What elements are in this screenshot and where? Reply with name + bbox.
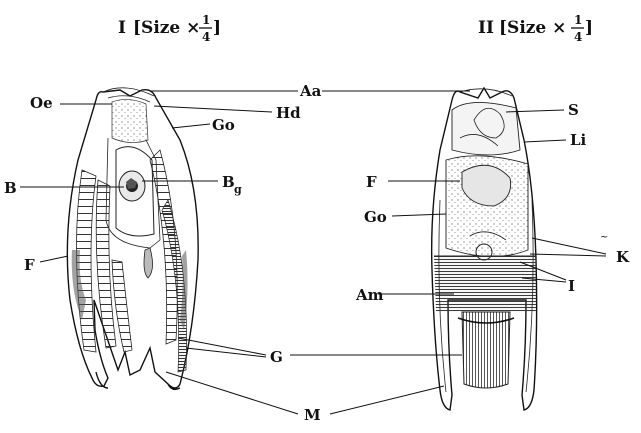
left-organism-drawing (67, 88, 198, 390)
label-m: M (304, 406, 321, 424)
right-title-fraction-den: 4 (574, 30, 582, 44)
left-title-numeral: I (118, 18, 126, 38)
right-organism-drawing (432, 88, 537, 410)
k-mark: ~ (600, 232, 608, 243)
leader-go-right (392, 214, 446, 216)
label-g: G (270, 348, 283, 366)
right-figure-title: II [Size × 1 4 ] (478, 13, 593, 44)
left-title-text: [Size × (133, 18, 200, 38)
right-title-close: ] (585, 18, 593, 38)
left-title-fraction-den: 4 (202, 30, 210, 44)
leader-k-b (530, 254, 606, 256)
right-title-text: [Size × (499, 18, 566, 38)
label-go-left: Go (212, 116, 235, 134)
label-f-left: F (24, 256, 35, 274)
label-bg: B (222, 173, 235, 191)
label-s: S (568, 101, 579, 119)
leader-hd (154, 106, 272, 112)
label-li: Li (570, 131, 587, 149)
label-k: K (616, 248, 630, 266)
leader-m-left (166, 372, 298, 414)
label-hd: Hd (276, 104, 301, 122)
left-figure-title: I [Size × 1 4 ] (118, 13, 221, 44)
label-aa: Aa (299, 82, 322, 100)
label-b: B (4, 179, 17, 197)
label-am: Am (355, 286, 384, 304)
right-title-numeral: II (478, 18, 494, 38)
left-title-fraction-num: 1 (202, 13, 210, 27)
leader-li (524, 140, 566, 142)
right-title-fraction-num: 1 (574, 13, 582, 27)
leader-k-a (532, 238, 606, 254)
leader-go-left (172, 124, 210, 128)
label-oe: Oe (30, 94, 53, 112)
leader-f-left (40, 256, 68, 262)
label-i: I (568, 277, 575, 295)
label-f-right: F (366, 173, 377, 191)
label-go-right: Go (364, 208, 387, 226)
left-title-close: ] (213, 18, 221, 38)
leader-m-right (330, 386, 444, 414)
label-bg-subscript: g (234, 183, 242, 196)
